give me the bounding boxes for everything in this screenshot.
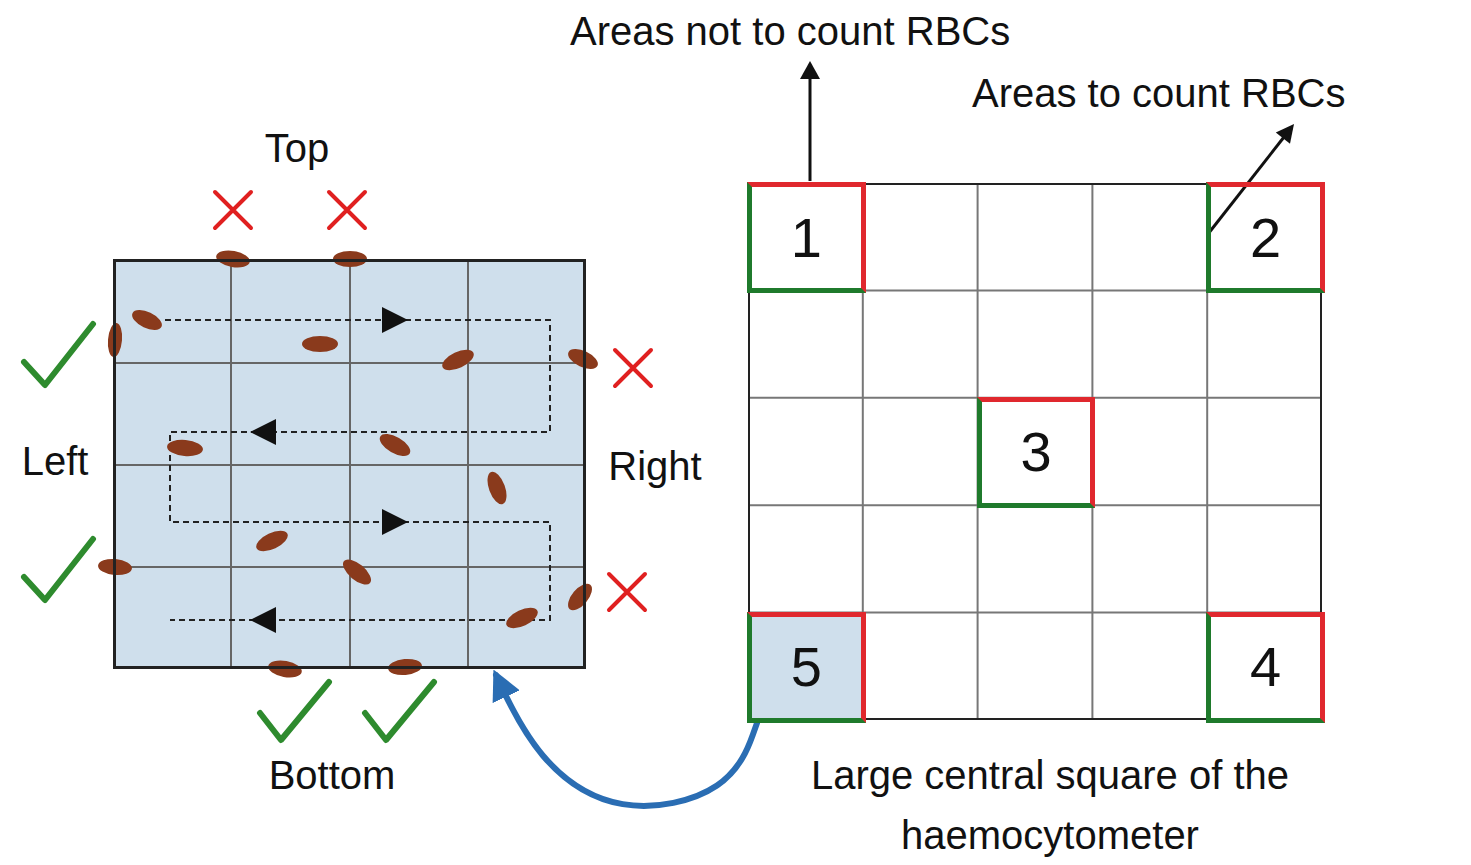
grid-line xyxy=(113,362,586,364)
rbc xyxy=(376,430,413,461)
square-number: 4 xyxy=(1250,639,1281,695)
check-mark xyxy=(365,682,434,740)
check-marks xyxy=(24,324,434,740)
side-label: Top xyxy=(265,125,330,171)
rbc xyxy=(439,346,477,375)
cross-mark xyxy=(329,192,365,228)
counting-square: 5 xyxy=(747,612,866,723)
counting-square: 1 xyxy=(747,182,866,293)
arrowhead xyxy=(382,307,408,333)
square-number: 2 xyxy=(1250,210,1281,266)
callout-label: Areas not to count RBCs xyxy=(570,8,1010,54)
rbc xyxy=(166,438,203,457)
rbc xyxy=(565,345,601,373)
counting-square: 4 xyxy=(1206,612,1325,723)
rbc xyxy=(484,469,511,506)
square-number: 3 xyxy=(1020,424,1051,480)
arrowhead xyxy=(1276,124,1294,144)
arrowhead xyxy=(250,607,276,633)
check-mark xyxy=(24,539,93,600)
square-number: 5 xyxy=(791,639,822,695)
callout-label: Areas to count RBCs xyxy=(972,70,1346,116)
check-mark xyxy=(260,682,329,740)
cross-mark xyxy=(615,350,651,386)
rbc xyxy=(302,336,338,352)
side-label: Left xyxy=(22,438,89,484)
leader-line xyxy=(809,76,812,181)
cross-mark xyxy=(215,192,251,228)
magnify-arrow xyxy=(496,675,757,806)
large-square-grid: 12354Large central square of the haemocy… xyxy=(748,183,1322,720)
arrowhead xyxy=(382,509,408,535)
square-fill xyxy=(113,259,586,669)
rbc xyxy=(253,527,291,556)
zoomed-square: TopLeftRightBottom xyxy=(113,259,586,669)
square-number: 1 xyxy=(791,210,822,266)
side-label: Right xyxy=(608,443,701,489)
zoom-grid-lines xyxy=(113,259,586,669)
counting-path xyxy=(165,320,550,620)
red-blood-cells xyxy=(97,248,601,680)
check-mark xyxy=(24,324,93,385)
grid-caption: Large central square of the haemocytomet… xyxy=(750,745,1350,865)
rbc xyxy=(339,555,375,589)
path-arrowheads xyxy=(250,307,408,633)
grid-line xyxy=(113,464,586,466)
arrowhead xyxy=(800,61,820,79)
cross-mark xyxy=(609,574,645,610)
rbc xyxy=(267,658,303,680)
counting-square: 3 xyxy=(977,397,1096,508)
rbc xyxy=(503,604,541,633)
arrowhead xyxy=(250,419,276,445)
side-label: Bottom xyxy=(269,752,396,798)
rbc xyxy=(129,306,165,334)
counting-square: 2 xyxy=(1206,182,1325,293)
rbc xyxy=(564,580,597,615)
